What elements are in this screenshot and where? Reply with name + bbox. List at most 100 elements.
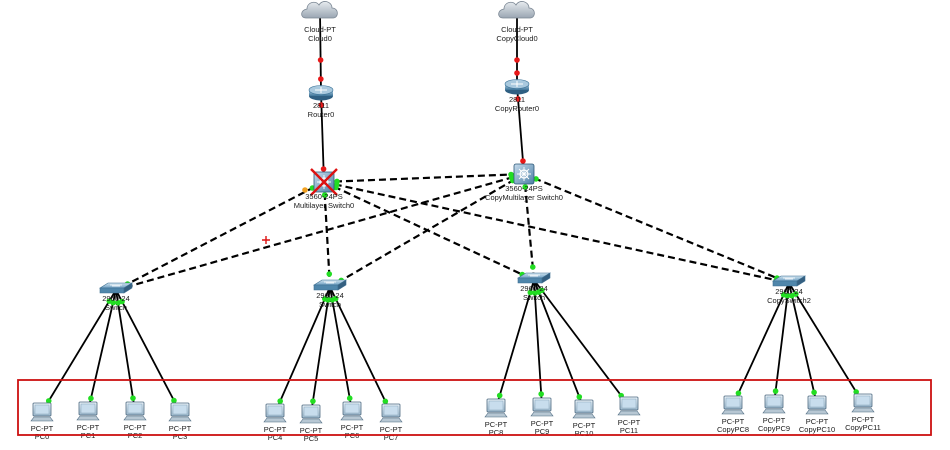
port-status-dot	[45, 398, 52, 404]
device-name-label: PC4	[268, 433, 283, 442]
port-status-dot	[318, 102, 325, 108]
port-status-dot	[332, 295, 339, 302]
link-mls0-sw_b[interactable]	[322, 181, 332, 288]
port-status-dot	[325, 297, 331, 303]
device-type-label: PC-PT	[169, 424, 192, 433]
port-status-dot	[119, 298, 125, 305]
link-sw_d-cpc9[interactable]	[773, 282, 790, 405]
port-status-dot	[520, 158, 526, 164]
device-name-label: CopyPC9	[758, 424, 790, 433]
port-status-dot	[793, 291, 799, 297]
port-status-dot	[346, 395, 353, 401]
port-status-dot	[326, 271, 333, 277]
link-mls0-sw_a[interactable]	[115, 181, 325, 291]
port-status-dot	[321, 192, 328, 198]
device-type-label: 3560-24PS	[505, 184, 543, 193]
link-copymls0-sw_b[interactable]	[329, 173, 525, 288]
link-sw_c-pc8[interactable]	[495, 279, 535, 409]
link-mls0-copymls0[interactable]	[323, 172, 525, 184]
device-name-label: CopyPC8	[717, 425, 749, 434]
device-name-label: Switch	[105, 303, 127, 312]
overlay-layer	[17, 236, 932, 436]
device-type-label: Cloud-PT	[304, 25, 336, 34]
port-status-dot	[539, 287, 545, 294]
device-name-label: PC5	[304, 434, 319, 443]
cursor-crosshair-icon	[262, 236, 270, 244]
port-status-dot	[522, 184, 529, 190]
port-status-dot	[538, 391, 544, 397]
device-type-label: PC-PT	[124, 423, 147, 432]
link-sw_b-pc7[interactable]	[329, 286, 392, 414]
port-status-dot	[576, 394, 583, 400]
link-sw_a-pc2[interactable]	[115, 289, 136, 412]
device-type-label: PC-PT	[264, 425, 287, 434]
device-type-label: 2811	[313, 101, 329, 110]
link-sw_b-pc4[interactable]	[274, 286, 331, 414]
device-type-label: Cloud-PT	[501, 25, 533, 34]
link-sw_b-pc6[interactable]	[329, 286, 353, 412]
ports-layer	[45, 57, 859, 405]
link-sw_d-cpc11[interactable]	[788, 282, 864, 404]
port-status-dot	[514, 70, 520, 76]
device-name-label: Multilayer Switch0	[294, 201, 354, 210]
link-sw_d-cpc8[interactable]	[732, 282, 790, 406]
device-name-label: PC0	[35, 432, 50, 441]
port-status-dot	[533, 176, 539, 182]
link-sw_c-pc11[interactable]	[533, 279, 630, 407]
link-copymls0-sw_d[interactable]	[523, 172, 790, 285]
device-type-label: PC-PT	[31, 424, 54, 433]
device-type-label: 2960-24	[316, 291, 344, 300]
link-sw_a-pc3[interactable]	[115, 289, 181, 413]
link-sw_a-pc1[interactable]	[87, 289, 117, 412]
device-type-label: 2811	[509, 95, 525, 104]
link-copymls0-sw_c[interactable]	[522, 173, 536, 281]
port-status-dot	[130, 395, 136, 401]
link-sw_a-pc0[interactable]	[41, 289, 117, 413]
port-status-dot	[527, 289, 534, 296]
device-name-label: CopyCloud0	[496, 34, 537, 43]
selection-rectangle[interactable]	[17, 379, 932, 436]
port-status-dot	[277, 398, 284, 404]
link-copymls0-sw_a[interactable]	[115, 172, 525, 292]
link-sw_b-pc5[interactable]	[310, 286, 331, 415]
device-name-label: PC9	[535, 427, 550, 436]
device-type-label: 3560-24PS	[305, 192, 343, 201]
device-type-label: PC-PT	[485, 420, 508, 429]
port-status-dot	[88, 395, 94, 402]
link-sw_c-pc10[interactable]	[533, 279, 585, 410]
link-sw_d-cpc10[interactable]	[788, 282, 818, 406]
link-mls0-sw_c[interactable]	[323, 181, 535, 281]
link-sw_c-pc9[interactable]	[533, 279, 543, 408]
port-status-dot	[110, 299, 116, 306]
device-type-label: PC-PT	[852, 415, 875, 424]
device-type-label: PC-PT	[806, 417, 829, 426]
device-type-label: PC-PT	[300, 426, 323, 435]
link-mls0-sw_d[interactable]	[323, 180, 790, 285]
device-type-label: 2960-24	[102, 294, 130, 303]
device-type-label: PC-PT	[618, 418, 641, 427]
